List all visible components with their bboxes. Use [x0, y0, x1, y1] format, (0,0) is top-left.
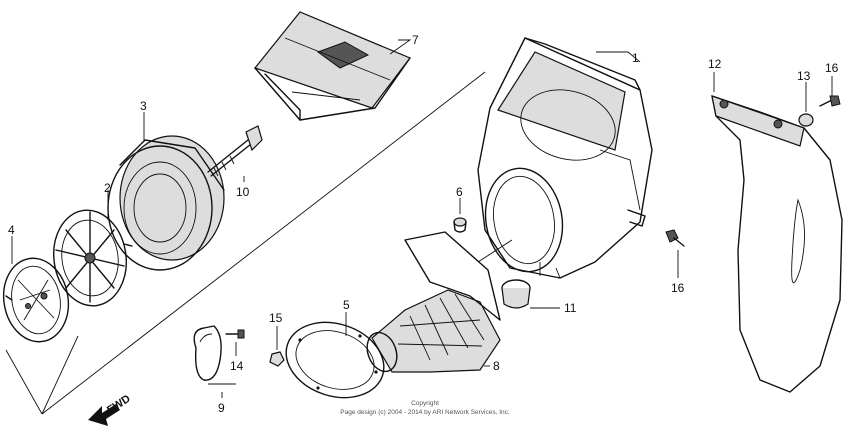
part-2-filter-holder [53, 209, 133, 307]
callout-5: 5 [343, 298, 350, 312]
callout-14: 14 [230, 359, 244, 373]
callout-13: 13 [797, 69, 811, 83]
part-9-clamp [193, 325, 222, 381]
copyright-notice: Copyright Page design (c) 2004 - 2014 by… [340, 400, 510, 416]
part-4-screen-plate [2, 257, 70, 343]
callout-15: 15 [269, 311, 283, 325]
part-12-side-cover [711, 95, 843, 393]
exploded-boundary-line [41, 71, 486, 415]
part-1-air-box [477, 37, 653, 279]
callout-1: 1 [632, 51, 639, 65]
part-7-cover [253, 11, 411, 121]
part-10-wing-bolt [207, 125, 263, 177]
part-16-bolt-upper [819, 95, 841, 107]
callout-11: 11 [564, 301, 577, 315]
part-15-nut [269, 351, 285, 367]
part-16-bolt-lower [665, 229, 685, 247]
callout-16-upper: 16 [825, 61, 839, 75]
fwd-arrow: FWD [88, 393, 133, 426]
callout-9: 9 [218, 401, 225, 415]
callout-10: 10 [236, 185, 250, 199]
fwd-label: FWD [105, 393, 133, 417]
part-6-small-cap [453, 217, 467, 233]
part-3-filter-element [107, 135, 225, 271]
part-11-plug [501, 279, 531, 309]
part-13-grommet [798, 113, 814, 127]
callout-6: 6 [456, 185, 463, 199]
callout-8: 8 [493, 359, 500, 373]
callout-16-lower: 16 [671, 281, 685, 295]
callout-labels: 1 2 3 4 5 6 7 8 9 10 11 12 13 14 15 16 1… [8, 33, 839, 415]
copyright-line-2: Page design (c) 2004 - 2014 by ARI Netwo… [340, 409, 510, 416]
copyright-line-1: Copyright [411, 400, 439, 407]
callout-7: 7 [412, 33, 419, 47]
leader-lines [11, 39, 833, 398]
callout-3: 3 [140, 99, 147, 113]
callout-4: 4 [8, 223, 15, 237]
part-5-gasket [285, 321, 385, 399]
part-8-intake-boot [366, 231, 513, 373]
part-14-screw [225, 329, 245, 339]
callout-2: 2 [104, 181, 111, 195]
callout-12: 12 [708, 57, 722, 71]
